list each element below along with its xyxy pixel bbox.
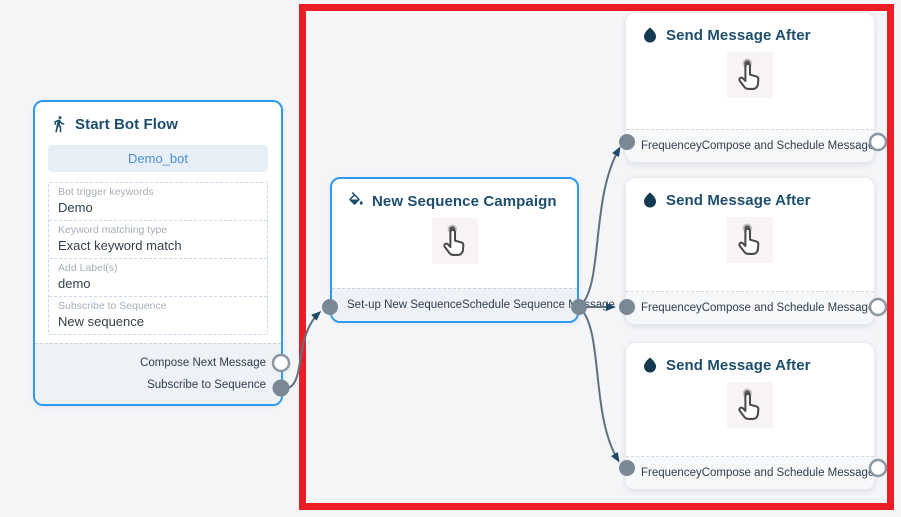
highlight-rectangle (299, 4, 894, 510)
node-footer: Set-up New Sequence Schedule Sequence Me… (332, 288, 615, 321)
input-frequency: Frequencey (641, 467, 702, 479)
input-setup-new-sequence: Set-up New Sequence (347, 299, 463, 311)
field-add-labels[interactable]: Add Label(s) demo (49, 258, 267, 296)
output-compose-schedule-message: Compose and Schedule Message (701, 302, 875, 314)
node-start-bot-flow[interactable]: Start Bot Flow Demo_bot Bot trigger keyw… (33, 100, 283, 406)
node-title: Start Bot Flow (75, 115, 179, 133)
tap-hand-icon[interactable] (431, 218, 478, 264)
node-send-message-after-3[interactable]: Send Message After Frequencey Compose an… (625, 342, 875, 490)
field-label: Add Label(s) (58, 262, 118, 274)
node-title: Send Message After (666, 356, 811, 374)
node-header: Send Message After (626, 178, 874, 215)
node-footer: Compose Next Message Subscribe to Sequen… (35, 343, 281, 404)
paint-bucket-icon (347, 192, 365, 210)
node-footer: Frequencey Compose and Schedule Message (626, 291, 874, 324)
node-header: Start Bot Flow (35, 102, 281, 139)
walking-person-icon (50, 115, 68, 133)
output-subscribe-to-sequence: Subscribe to Sequence (147, 378, 266, 391)
node-title: Send Message After (666, 26, 811, 44)
tap-hand-icon[interactable] (727, 382, 773, 428)
output-compose-schedule-message: Compose and Schedule Message (701, 467, 875, 479)
input-frequency: Frequencey (641, 140, 702, 152)
field-value: Exact keyword match (58, 238, 182, 253)
node-header: Send Message After (626, 343, 874, 380)
node-title: New Sequence Campaign (372, 192, 557, 210)
node-title: Send Message After (666, 191, 811, 209)
water-drop-icon (641, 191, 659, 209)
field-label: Keyword matching type (58, 224, 168, 236)
water-drop-icon (641, 356, 659, 374)
node-footer: Frequencey Compose and Schedule Message (626, 456, 874, 489)
node-header: New Sequence Campaign (332, 179, 577, 216)
node-send-message-after-1[interactable]: Send Message After Frequencey Compose an… (625, 12, 875, 163)
input-frequency: Frequencey (641, 302, 702, 314)
bot-config-fields: Bot trigger keywords Demo Keyword matchi… (48, 182, 268, 335)
output-compose-schedule-message: Compose and Schedule Message (701, 140, 875, 152)
field-trigger-keywords[interactable]: Bot trigger keywords Demo (49, 183, 267, 220)
field-matching-type[interactable]: Keyword matching type Exact keyword matc… (49, 220, 267, 258)
field-subscribe-sequence[interactable]: Subscribe to Sequence New sequence (49, 296, 267, 334)
node-send-message-after-2[interactable]: Send Message After Frequencey Compose an… (625, 177, 875, 325)
field-label: Subscribe to Sequence (58, 300, 167, 312)
water-drop-icon (641, 26, 659, 44)
node-new-sequence-campaign[interactable]: New Sequence Campaign Set-up New Sequenc… (330, 177, 615, 323)
output-compose-next-message: Compose Next Message (140, 357, 266, 370)
output-schedule-sequence-message: Schedule Sequence Message (462, 299, 615, 311)
field-value: demo (58, 276, 91, 291)
node-header: Send Message After (626, 13, 874, 50)
field-label: Bot trigger keywords (58, 186, 154, 198)
field-value: Demo (58, 200, 93, 215)
node-footer: Frequencey Compose and Schedule Message (626, 129, 874, 162)
field-value: New sequence (58, 314, 144, 329)
bot-name-chip[interactable]: Demo_bot (48, 145, 268, 172)
tap-hand-icon[interactable] (727, 217, 773, 263)
tap-hand-icon[interactable] (727, 52, 773, 98)
